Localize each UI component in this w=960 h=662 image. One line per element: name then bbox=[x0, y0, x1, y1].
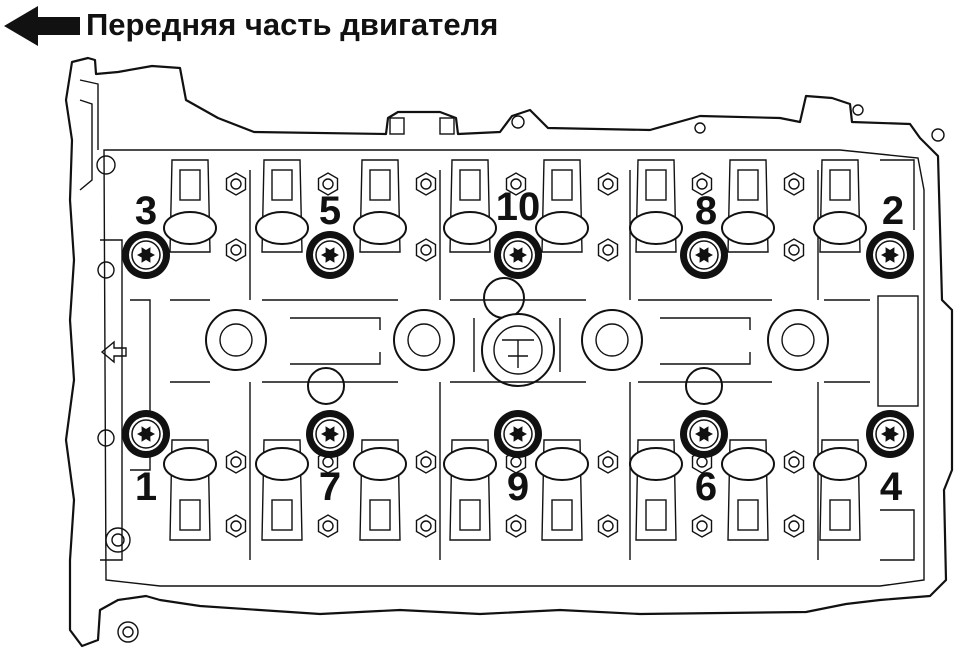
rocker-arm bbox=[255, 159, 309, 253]
rocker-arm bbox=[721, 439, 775, 541]
torx-socket-icon bbox=[321, 247, 339, 263]
small-nut bbox=[597, 514, 619, 538]
torx-socket-icon bbox=[509, 426, 527, 442]
torx-socket-icon bbox=[881, 247, 899, 263]
rocker-arm bbox=[163, 439, 217, 541]
head-bolt-7 bbox=[306, 410, 354, 458]
head-bolt-10 bbox=[494, 231, 542, 279]
small-nut bbox=[415, 514, 437, 538]
torx-socket-icon bbox=[137, 426, 155, 442]
camshaft-journals bbox=[205, 277, 829, 405]
rocker-arm bbox=[629, 159, 683, 253]
bolt-number-6: 6 bbox=[695, 465, 717, 509]
small-nut bbox=[505, 172, 527, 196]
arrow-left-icon bbox=[4, 6, 80, 46]
rocker-arm bbox=[721, 159, 775, 253]
head-bolt-8 bbox=[680, 231, 728, 279]
caption-text: Передняя часть двигателя bbox=[86, 7, 498, 42]
bolt-numbers: 3 5 10 8 2 1 7 9 6 4 bbox=[135, 185, 904, 509]
bolt-number-9: 9 bbox=[507, 465, 529, 509]
rocker-arm bbox=[813, 159, 867, 253]
small-nut bbox=[225, 514, 247, 538]
bolt-number-7: 7 bbox=[319, 465, 341, 509]
head-bolt-9 bbox=[494, 410, 542, 458]
small-nut bbox=[597, 238, 619, 262]
head-ribs bbox=[170, 170, 870, 560]
rocker-arm bbox=[535, 439, 589, 541]
rocker-arm bbox=[353, 439, 407, 541]
bolt-number-3: 3 bbox=[135, 189, 157, 233]
side-arrow-icon bbox=[100, 340, 127, 364]
torx-socket-icon bbox=[695, 426, 713, 442]
bolt-number-1: 1 bbox=[135, 465, 157, 509]
small-nut bbox=[691, 172, 713, 196]
torx-socket-icon bbox=[695, 247, 713, 263]
torx-socket-icon bbox=[137, 247, 155, 263]
head-bolt-6 bbox=[680, 410, 728, 458]
cylinder-head-outline bbox=[64, 56, 954, 648]
bolt-number-4: 4 bbox=[880, 465, 903, 509]
small-nut bbox=[317, 514, 339, 538]
rocker-arm bbox=[813, 439, 867, 541]
small-nut bbox=[225, 238, 247, 262]
small-nut bbox=[783, 172, 805, 196]
head-bolt-4 bbox=[866, 410, 914, 458]
small-nut bbox=[415, 172, 437, 196]
rocker-arm bbox=[353, 159, 407, 253]
small-nut bbox=[225, 172, 247, 196]
torx-socket-icon bbox=[509, 247, 527, 263]
rocker-arm bbox=[255, 439, 309, 541]
front-of-engine-caption: Передняя часть двигателя bbox=[4, 6, 498, 46]
bolt-number-5: 5 bbox=[319, 189, 341, 233]
small-nut bbox=[783, 238, 805, 262]
bolt-number-8: 8 bbox=[695, 189, 717, 233]
rocker-arm bbox=[443, 439, 497, 541]
rocker-arm bbox=[535, 159, 589, 253]
head-bolt-5 bbox=[306, 231, 354, 279]
rocker-arm bbox=[163, 159, 217, 253]
head-bolt-2 bbox=[866, 231, 914, 279]
head-bolts bbox=[122, 231, 914, 458]
small-nut bbox=[783, 450, 805, 474]
small-nut bbox=[691, 514, 713, 538]
rocker-arm bbox=[443, 159, 497, 253]
head-bolt-1 bbox=[122, 410, 170, 458]
bolt-number-2: 2 bbox=[882, 189, 904, 233]
rocker-arm bbox=[629, 439, 683, 541]
torx-socket-icon bbox=[881, 426, 899, 442]
small-nut bbox=[505, 514, 527, 538]
small-nut bbox=[597, 172, 619, 196]
small-nut bbox=[317, 172, 339, 196]
bolt-number-10: 10 bbox=[496, 185, 541, 229]
small-nut bbox=[415, 238, 437, 262]
small-nut bbox=[597, 450, 619, 474]
small-nut bbox=[225, 450, 247, 474]
small-nut bbox=[783, 514, 805, 538]
head-bolt-3 bbox=[122, 231, 170, 279]
small-nut bbox=[415, 450, 437, 474]
torx-socket-icon bbox=[321, 426, 339, 442]
